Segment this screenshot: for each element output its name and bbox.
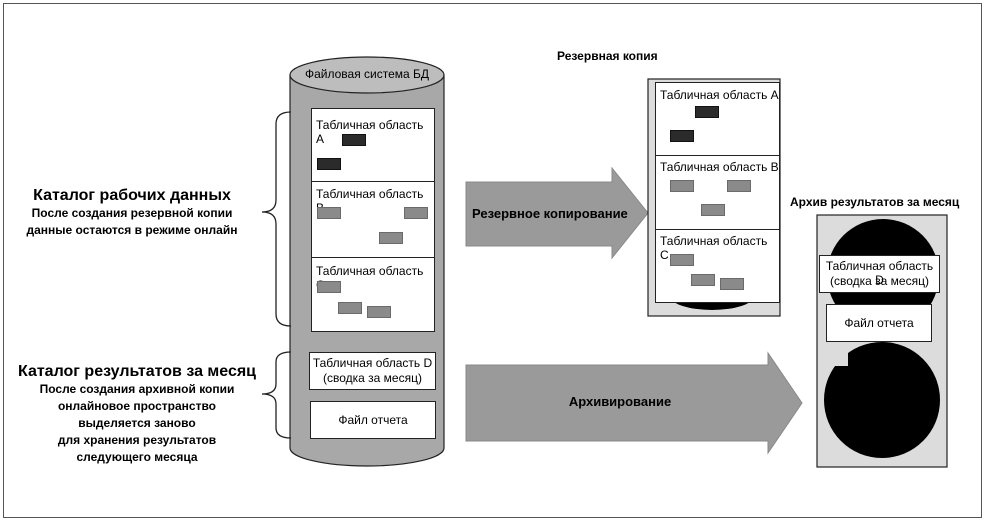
data-block (317, 158, 341, 170)
db-tablespace-c: Табличная область C (311, 257, 435, 332)
monthly-catalog-desc-3: выделяется заново (78, 416, 196, 430)
working-catalog-desc-1: После создания резервной копии (31, 206, 233, 220)
archive-tablespace-d: Табличная область D (сводка за месяц) (819, 255, 940, 293)
working-catalog-desc-2: данные остаются в режиме онлайн (26, 223, 238, 237)
data-block (720, 278, 744, 290)
monthly-catalog-title: Каталог результатов за месяц (17, 363, 257, 380)
monthly-catalog-desc-4: для хранения результатов (57, 433, 217, 447)
db-cylinder-top (289, 56, 445, 94)
working-catalog-brace (261, 111, 292, 327)
working-catalog-title: Каталог рабочих данных (33, 187, 231, 204)
backup-tablespace-c-label: Табличная область C (660, 234, 768, 262)
backup-copy-title: Резервная копия (557, 49, 658, 63)
archive-report-file-label: Файл отчета (844, 316, 914, 330)
db-tablespace-d: Табличная область D (сводка за месяц) (309, 352, 436, 390)
data-block (342, 134, 366, 146)
db-report-file-label: Файл отчета (338, 413, 408, 427)
db-tablespace-a: Табличная область A (311, 108, 435, 182)
data-block (691, 274, 715, 286)
archive-arrow (465, 351, 803, 455)
data-block (670, 130, 694, 142)
db-cylinder-title: Файловая система БД (304, 67, 430, 81)
monthly-catalog-desc-2: онлайновое пространство (57, 399, 217, 413)
data-block (727, 180, 751, 192)
data-block (670, 180, 694, 192)
data-block (695, 106, 719, 118)
backup-tablespace-a: Табличная область A (655, 82, 780, 156)
archive-reel-mask (826, 342, 848, 366)
db-tablespace-a-label: Табличная область A (316, 118, 424, 146)
data-block (379, 232, 403, 244)
archive-tablespace-d-label: Табличная область D (825, 259, 934, 287)
data-block (670, 254, 694, 266)
archive-tablespace-d-sublabel: (сводка за месяц) (830, 274, 929, 288)
db-tablespace-d-sublabel: (сводка за месяц) (323, 371, 422, 385)
data-block (317, 281, 341, 293)
backup-tablespace-b-label: Табличная область B (660, 160, 779, 174)
diagram-frame (3, 3, 982, 518)
data-block (404, 207, 428, 219)
db-tablespace-b: Табличная область B (311, 181, 435, 258)
backup-tablespace-b: Табличная область B (655, 155, 780, 230)
data-block (701, 204, 725, 216)
monthly-catalog-label: Каталог результатов за месяц После созда… (6, 362, 268, 466)
backup-arrow-label: Резервное копирование (472, 206, 628, 221)
monthly-catalog-brace (261, 351, 292, 439)
backup-arrow (465, 166, 649, 260)
db-report-file: Файл отчета (310, 401, 436, 439)
db-tablespace-d-label: Табличная область D (312, 356, 433, 370)
data-block (317, 207, 341, 219)
archive-report-file: Файл отчета (826, 304, 932, 342)
backup-tablespace-c: Табличная область C (655, 229, 780, 303)
data-block (367, 306, 391, 318)
data-block (338, 302, 362, 314)
working-catalog-label: Каталог рабочих данных После создания ре… (14, 186, 250, 239)
monthly-catalog-desc-1: После создания архивной копии (39, 382, 235, 396)
archive-reel-bottom (824, 342, 940, 458)
monthly-archive-title: Архив результатов за месяц (790, 195, 960, 209)
monthly-catalog-desc-5: следующего месяца (76, 450, 198, 464)
backup-tablespace-a-label: Табличная область A (660, 88, 779, 102)
archive-arrow-label: Архивирование (568, 394, 672, 409)
